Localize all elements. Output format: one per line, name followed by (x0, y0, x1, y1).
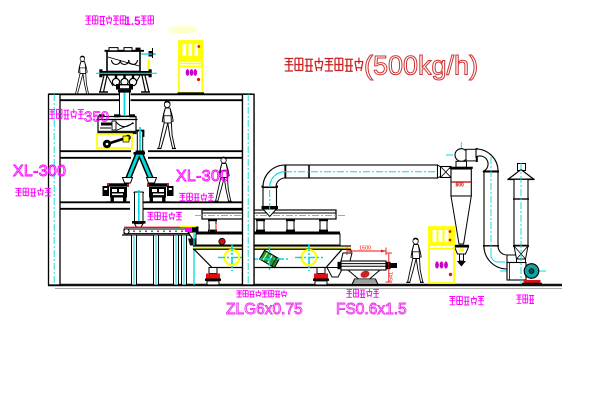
svg-text:XL-300: XL-300 (176, 168, 229, 185)
svg-text:FS0.6x1.5: FS0.6x1.5 (336, 301, 407, 318)
svg-text:XL-300: XL-300 (13, 163, 66, 180)
svg-text:541: 541 (389, 272, 395, 281)
svg-text:1500: 1500 (359, 246, 371, 252)
svg-text:350: 350 (84, 109, 109, 126)
svg-text:(500kg/h): (500kg/h) (364, 51, 478, 81)
svg-text:ZLG6x0.75: ZLG6x0.75 (226, 301, 303, 318)
svg-text:800: 800 (456, 183, 465, 189)
svg-text:1.5: 1.5 (125, 16, 142, 28)
